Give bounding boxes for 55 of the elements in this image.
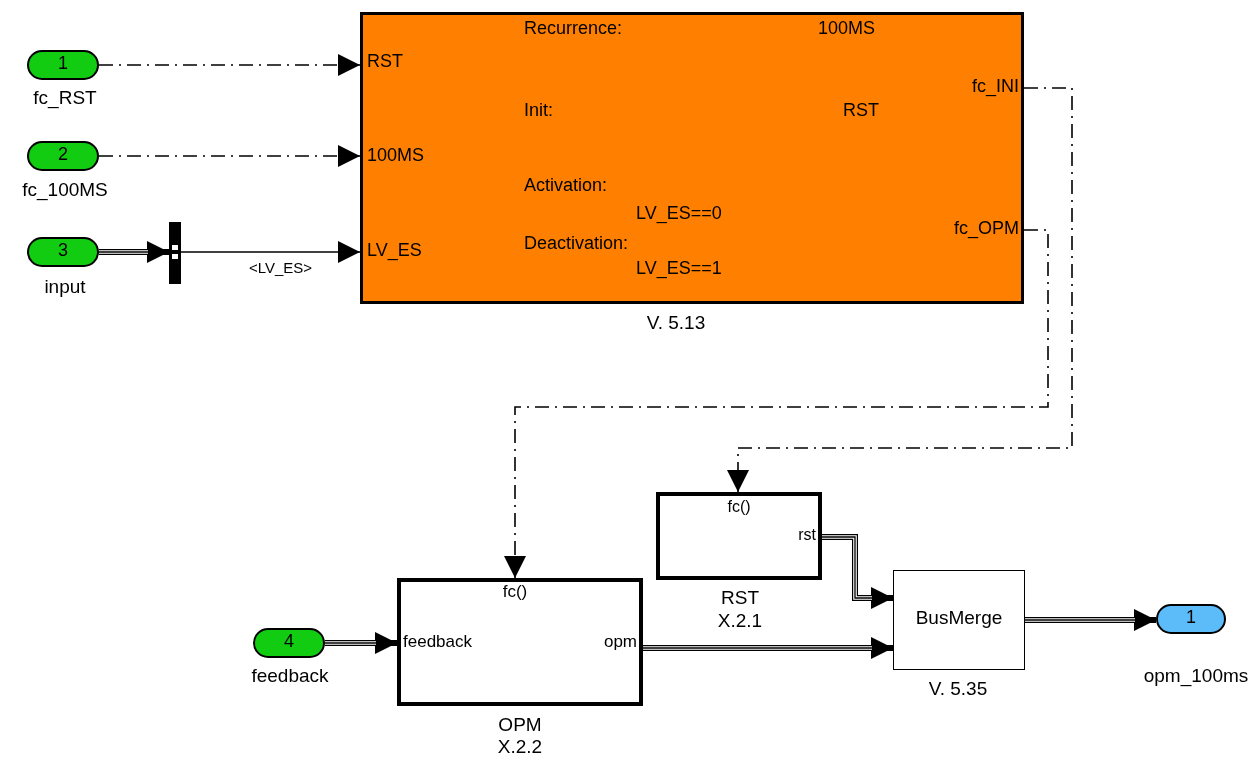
port-number: 1 xyxy=(1186,608,1196,628)
bus-merge-block xyxy=(893,570,1025,670)
block-text: LV_ES xyxy=(367,241,422,261)
subsystem-block xyxy=(397,578,643,706)
block-text: fc_OPM xyxy=(954,219,1019,239)
block-text: fc() xyxy=(502,583,528,602)
block-text: fc_INI xyxy=(972,77,1019,97)
port-number: 1 xyxy=(58,54,68,74)
chart-block xyxy=(360,12,1024,304)
bus-arrow xyxy=(643,637,893,659)
block-caption: X.2.2 xyxy=(497,737,543,758)
block-text: RST xyxy=(367,52,403,72)
block-caption: OPM xyxy=(498,715,542,736)
block-caption: input xyxy=(44,277,86,298)
block-text: Init: xyxy=(524,101,553,121)
block-text: 100MS xyxy=(818,19,876,39)
block-caption: fc_RST xyxy=(33,88,97,109)
bus-arrow xyxy=(325,632,397,654)
block-text: opm xyxy=(603,633,637,652)
inport-pill xyxy=(253,628,325,658)
block-text: fc() xyxy=(727,498,751,516)
block-caption: V. 5.13 xyxy=(646,313,706,334)
bus-arrow xyxy=(99,241,169,263)
port-number: 3 xyxy=(58,241,68,261)
block-text: LV_ES==1 xyxy=(636,259,722,279)
arrow xyxy=(727,87,1073,493)
block-text: LV_ES==0 xyxy=(636,204,722,224)
port-number: 4 xyxy=(284,632,294,652)
inport-pill xyxy=(27,237,99,267)
inport-pill xyxy=(27,141,99,171)
bus-arrow xyxy=(1025,609,1156,631)
block-caption: feedback xyxy=(251,666,329,687)
block-text: rst xyxy=(798,526,816,544)
arrow xyxy=(98,54,361,76)
block-caption: RST xyxy=(721,588,759,609)
block-caption: X.2.1 xyxy=(717,611,763,632)
block-text: 100MS xyxy=(367,146,425,166)
block-caption: V. 5.35 xyxy=(928,679,988,700)
block-caption: fc_100MS xyxy=(22,180,108,201)
block-text: RST xyxy=(843,101,879,121)
arrow xyxy=(504,229,1049,579)
port-number: 2 xyxy=(58,145,68,165)
bus-arrow xyxy=(822,534,893,609)
block-text: Deactivation: xyxy=(524,234,629,254)
subsystem-block xyxy=(656,492,822,580)
block-text: BusMerge xyxy=(915,608,1003,629)
block-text: Recurrence: xyxy=(524,19,623,39)
block-text: Activation: xyxy=(524,176,608,196)
block-caption: opm_100ms xyxy=(1143,666,1249,687)
block-text: feedback xyxy=(403,633,472,652)
bus-selector-bar xyxy=(169,222,181,284)
arrow xyxy=(180,241,361,263)
inport-pill xyxy=(27,50,99,80)
outport-pill xyxy=(1156,604,1226,634)
arrow xyxy=(98,145,361,167)
